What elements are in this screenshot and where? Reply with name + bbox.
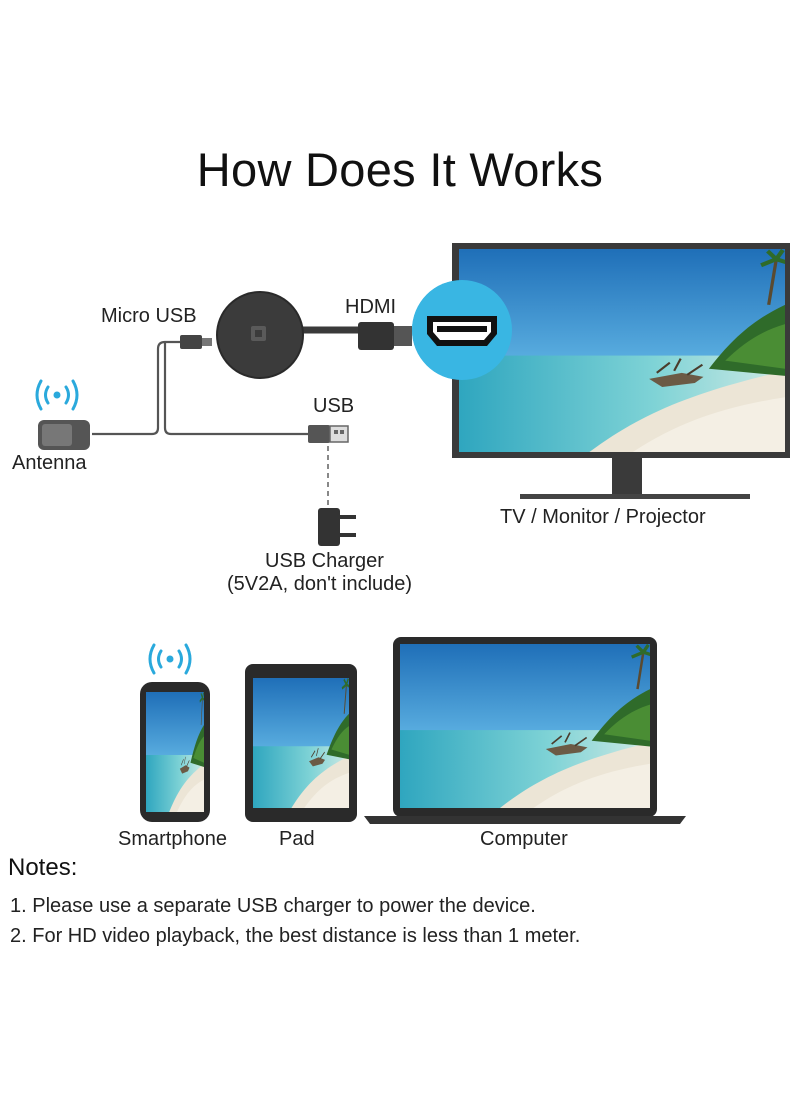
dongle-device	[216, 291, 304, 379]
smartphone-label: Smartphone	[118, 828, 227, 850]
pad-device	[245, 664, 357, 822]
smartphone-wifi-icon	[148, 643, 192, 675]
laptop-computer	[364, 637, 686, 824]
antenna-device	[38, 420, 90, 450]
notes-heading: Notes:	[8, 854, 78, 881]
usb-charger-icon	[318, 508, 356, 546]
tv-monitor	[452, 243, 790, 499]
smartphone-device	[140, 682, 210, 822]
micro-usb-label: Micro USB	[101, 305, 197, 327]
charger-note: (5V2A, don't include)	[227, 573, 413, 595]
antenna-label: Antenna	[12, 452, 87, 474]
pad-label: Pad	[279, 828, 315, 850]
hdmi-label: HDMI	[345, 296, 397, 318]
computer-label: Computer	[480, 828, 568, 850]
charger-label: USB Charger	[265, 550, 384, 572]
micro-usb-plug	[180, 335, 212, 349]
usb-plug	[308, 425, 349, 443]
note-item: 2. For HD video playback, the best dista…	[10, 925, 581, 947]
tv-label: TV / Monitor / Projector	[500, 506, 706, 528]
wifi-signal-icon	[35, 379, 79, 411]
usb-label: USB	[313, 395, 355, 417]
note-item: 1. Please use a separate USB charger to …	[10, 895, 536, 917]
page-title: How Does It Works	[196, 143, 604, 196]
hdmi-connector	[358, 322, 412, 350]
